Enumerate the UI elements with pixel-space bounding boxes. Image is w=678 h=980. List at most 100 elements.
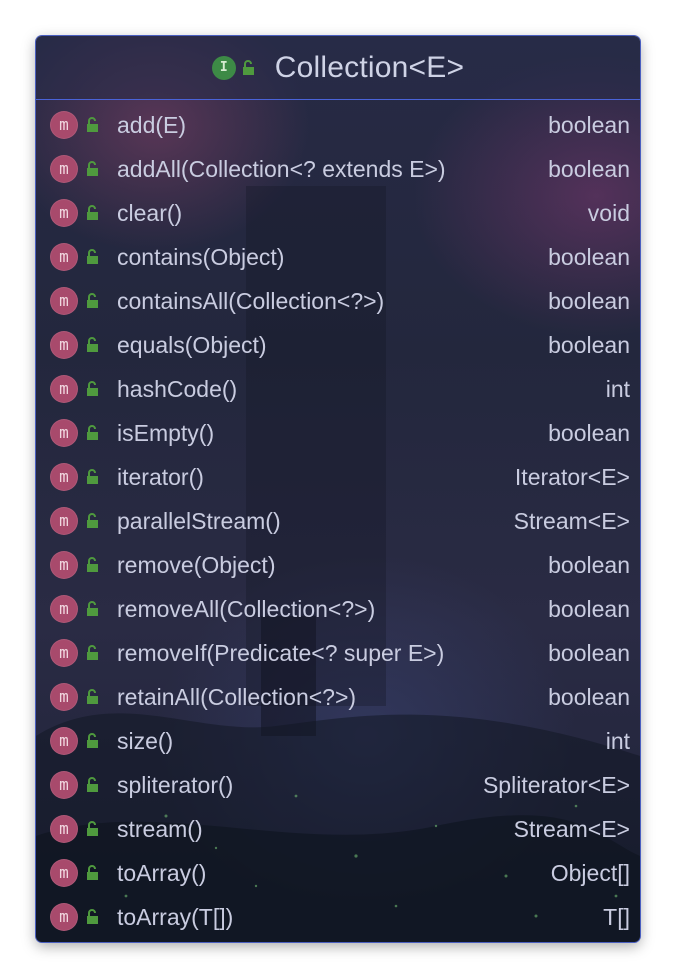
method-signature: toArray(T[]) [117, 903, 234, 930]
method-list: m add(E) boolean m addAll(Collection<? e… [36, 100, 640, 939]
return-type: void [587, 199, 630, 226]
public-lock-icon [86, 381, 104, 397]
method-icon: m [50, 595, 78, 623]
public-lock-icon [86, 557, 104, 573]
public-lock-icon [86, 337, 104, 353]
return-type: T[] [603, 903, 630, 930]
return-type: boolean [548, 639, 630, 666]
public-lock-icon [86, 249, 104, 265]
interface-title: Collection<E> [274, 50, 465, 84]
return-type: int [605, 727, 630, 754]
return-type: Object[] [550, 859, 630, 886]
method-icon: m [50, 111, 78, 139]
return-type: int [605, 375, 630, 402]
return-type: boolean [548, 155, 630, 182]
public-lock-icon [86, 821, 104, 837]
method-row[interactable]: m contains(Object) boolean [36, 235, 640, 279]
method-icon: m [50, 639, 78, 667]
method-row[interactable]: m stream() Stream<E> [36, 807, 640, 851]
return-type: boolean [548, 551, 630, 578]
method-signature: hashCode() [117, 375, 238, 402]
method-icon: m [50, 903, 78, 931]
method-row[interactable]: m addAll(Collection<? extends E>) boolea… [36, 147, 640, 191]
method-signature: contains(Object) [117, 243, 285, 270]
method-signature: parallelStream() [117, 507, 281, 534]
method-icon: m [50, 463, 78, 491]
method-icon: m [50, 331, 78, 359]
public-lock-icon [86, 777, 104, 793]
method-row[interactable]: m clear() void [36, 191, 640, 235]
method-icon: m [50, 727, 78, 755]
return-type: Stream<E> [513, 815, 630, 842]
method-row[interactable]: m remove(Object) boolean [36, 543, 640, 587]
public-lock-icon [86, 733, 104, 749]
public-lock-icon [86, 601, 104, 617]
method-icon: m [50, 155, 78, 183]
method-signature: iterator() [117, 463, 204, 490]
method-row[interactable]: m containsAll(Collection<?>) boolean [36, 279, 640, 323]
return-type: boolean [548, 331, 630, 358]
public-lock-icon [86, 205, 104, 221]
method-icon: m [50, 507, 78, 535]
method-row[interactable]: m retainAll(Collection<?>) boolean [36, 675, 640, 719]
return-type: Spliterator<E> [482, 771, 630, 798]
method-row[interactable]: m isEmpty() boolean [36, 411, 640, 455]
method-signature: isEmpty() [117, 419, 215, 446]
public-lock-icon [86, 161, 104, 177]
public-lock-icon [86, 117, 104, 133]
method-row[interactable]: m iterator() Iterator<E> [36, 455, 640, 499]
method-icon: m [50, 551, 78, 579]
public-lock-icon [86, 909, 104, 925]
class-diagram-panel: I Collection<E> m add(E) boolean m addAl [36, 36, 640, 942]
method-icon: m [50, 199, 78, 227]
method-row[interactable]: m size() int [36, 719, 640, 763]
public-lock-icon [86, 469, 104, 485]
return-type: boolean [548, 287, 630, 314]
return-type: Stream<E> [513, 507, 630, 534]
method-signature: removeIf(Predicate<? super E>) [117, 639, 445, 666]
method-row[interactable]: m removeIf(Predicate<? super E>) boolean [36, 631, 640, 675]
public-lock-icon [86, 645, 104, 661]
method-signature: equals(Object) [117, 331, 267, 358]
method-row[interactable]: m hashCode() int [36, 367, 640, 411]
method-icon: m [50, 419, 78, 447]
method-signature: spliterator() [117, 771, 234, 798]
method-row[interactable]: m parallelStream() Stream<E> [36, 499, 640, 543]
public-lock-icon [86, 293, 104, 309]
method-icon: m [50, 243, 78, 271]
method-row[interactable]: m spliterator() Spliterator<E> [36, 763, 640, 807]
method-row[interactable]: m removeAll(Collection<?>) boolean [36, 587, 640, 631]
public-lock-icon [86, 513, 104, 529]
public-lock-icon [242, 59, 260, 76]
return-type: boolean [548, 595, 630, 622]
return-type: boolean [548, 419, 630, 446]
method-signature: size() [117, 727, 174, 754]
method-icon: m [50, 375, 78, 403]
method-signature: clear() [117, 199, 183, 226]
method-icon: m [50, 683, 78, 711]
method-row[interactable]: m equals(Object) boolean [36, 323, 640, 367]
public-lock-icon [86, 689, 104, 705]
method-icon: m [50, 771, 78, 799]
method-signature: removeAll(Collection<?>) [117, 595, 376, 622]
method-signature: remove(Object) [117, 551, 276, 578]
method-signature: stream() [117, 815, 203, 842]
public-lock-icon [86, 865, 104, 881]
method-icon: m [50, 287, 78, 315]
return-type: boolean [548, 683, 630, 710]
method-row[interactable]: m add(E) boolean [36, 103, 640, 147]
method-row[interactable]: m toArray(T[]) T[] [36, 895, 640, 939]
interface-icon: I [211, 55, 236, 80]
method-icon: m [50, 815, 78, 843]
method-signature: retainAll(Collection<?>) [117, 683, 357, 710]
method-signature: containsAll(Collection<?>) [117, 287, 385, 314]
public-lock-icon [86, 425, 104, 441]
method-signature: toArray() [117, 859, 207, 886]
method-icon: m [50, 859, 78, 887]
return-type: Iterator<E> [514, 463, 630, 490]
diagram-header: I Collection<E> [36, 36, 640, 100]
method-row[interactable]: m toArray() Object[] [36, 851, 640, 895]
method-signature: addAll(Collection<? extends E>) [117, 155, 446, 182]
return-type: boolean [548, 243, 630, 270]
method-signature: add(E) [117, 111, 187, 138]
